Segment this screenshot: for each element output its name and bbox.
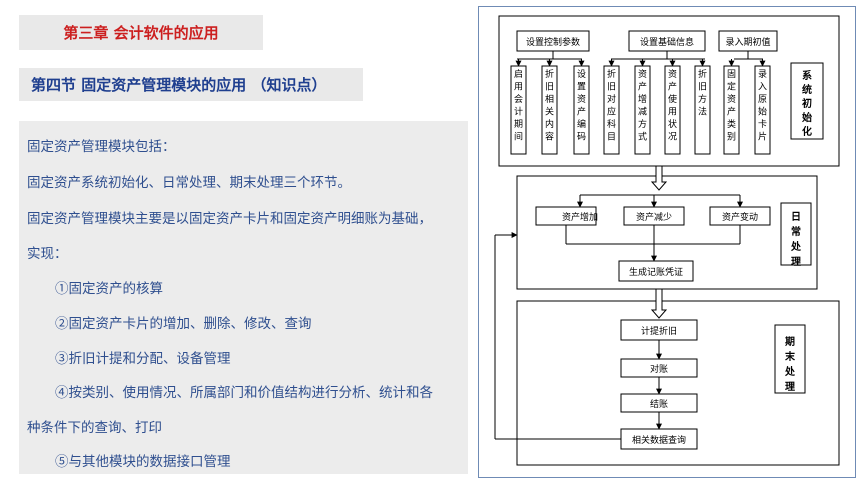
- content-line: 固定资产管理模块包括：: [27, 139, 176, 155]
- period-end-step-label: 对账: [650, 363, 668, 375]
- content-panel: 固定资产管理模块包括： 固定资产系统初始化、日常处理、期末处理三个环节。 固定资…: [19, 121, 468, 474]
- chapter-title: 第三章 会计软件的应用: [19, 15, 263, 50]
- init-sub-label: 折旧对应科目: [607, 68, 616, 143]
- period-end-section-frame: [516, 300, 840, 466]
- daily-box-label: 资产增加: [562, 211, 598, 223]
- init-sub-label: 设置资产编码: [577, 69, 586, 143]
- init-sub-label: 资产使用状况: [668, 69, 677, 143]
- daily-box-label: 资产变动: [722, 211, 758, 223]
- init-sub-label: 固定资产类别: [727, 69, 736, 143]
- content-line: ②固定资产卡片的增加、删除、修改、查询: [55, 316, 312, 332]
- period-end-label-box: [774, 324, 806, 394]
- period-end-section-label: 期末处理: [784, 335, 796, 393]
- init-sub-label: 折旧相关内容: [545, 68, 554, 143]
- init-top-label: 设置基础信息: [640, 36, 694, 48]
- init-section-frame: [498, 15, 840, 167]
- init-sub-label: 折旧方法: [698, 68, 707, 118]
- init-top-label: 设置控制参数: [526, 36, 580, 48]
- content-line: ④按类别、使用情况、所属部门和价值结构进行分析、统计和各: [55, 385, 433, 401]
- voucher-label: 生成记账凭证: [629, 266, 683, 278]
- content-line: ③折旧计提和分配、设备管理: [55, 351, 231, 367]
- daily-label-box: [780, 202, 812, 266]
- period-end-step-label: 计提折旧: [641, 325, 677, 337]
- period-end-step-label: 结账: [650, 398, 668, 410]
- init-sub-label: 资产增减方式: [638, 69, 647, 143]
- init-label-box: [790, 62, 824, 140]
- period-end-step-label: 相关数据查询: [632, 434, 686, 446]
- init-top-label: 录入期初值: [725, 36, 770, 48]
- hollow-arrow: [650, 165, 668, 191]
- content-line: ⑤与其他模块的数据接口管理: [55, 454, 231, 470]
- init-sub-label: 启用会计期间: [514, 68, 523, 143]
- daily-box-label: 资产减少: [636, 211, 672, 223]
- content-line: 实现：: [27, 246, 68, 262]
- content-line: 固定资产系统初始化、日常处理、期末处理三个环节。: [27, 175, 351, 191]
- content-line: 种条件下的查询、打印: [27, 420, 162, 436]
- daily-section-label: 日常处理: [790, 211, 802, 268]
- hollow-arrow: [650, 288, 668, 319]
- init-section-label: 系统初始化: [802, 69, 812, 138]
- flow-diagram-svg: 设置控制参数 设置基础信息 录入期初值 资产增加 资产减少 资产变动 生成记账凭…: [494, 15, 840, 466]
- content-line: 固定资产管理模块主要是以固定资产卡片和固定资产明细账为基础，: [27, 211, 432, 227]
- init-sub-label: 录入原始卡片: [758, 69, 767, 143]
- content-line: ①固定资产的核算: [55, 281, 163, 297]
- section-title: 第四节 固定资产管理模块的应用 （知识点）: [19, 68, 363, 101]
- flow-diagram: 设置控制参数 设置基础信息 录入期初值 资产增加 资产减少 资产变动 生成记账凭…: [478, 6, 856, 478]
- voucher-box: [618, 260, 694, 282]
